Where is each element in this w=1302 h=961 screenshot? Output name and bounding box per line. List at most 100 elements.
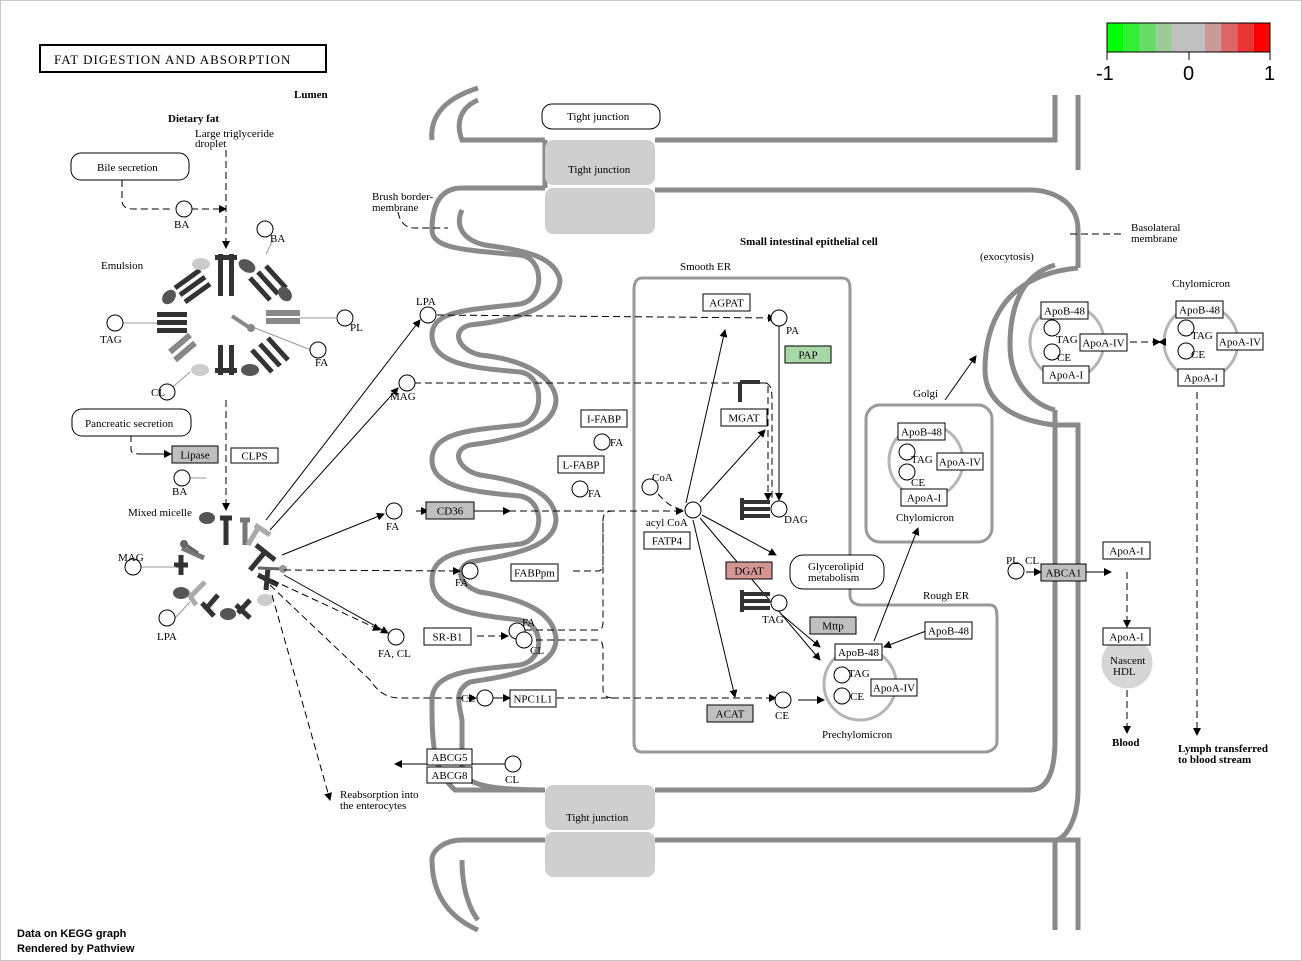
compound-fa-em[interactable]: FA bbox=[309, 341, 328, 369]
gene-box-abcg8[interactable]: ABCG8 bbox=[426, 766, 473, 784]
gene-box-dgat[interactable]: DGAT bbox=[725, 561, 773, 580]
compound-tag[interactable]: TAG bbox=[762, 594, 788, 626]
compound-label: MAG bbox=[390, 391, 416, 403]
gene-box-srb1[interactable]: SR-B1 bbox=[423, 627, 472, 646]
compound-ba2[interactable]: BA bbox=[256, 220, 285, 245]
compound-tag-golgi[interactable]: TAG bbox=[898, 443, 933, 466]
gene-box-npc1l1[interactable]: NPC1L1 bbox=[509, 689, 557, 708]
compound-node bbox=[419, 306, 437, 324]
compound-node bbox=[336, 309, 354, 327]
compound-ce-exo[interactable]: CE bbox=[1043, 343, 1071, 364]
gene-box-apoa1-hdl[interactable]: ApoA-I bbox=[1102, 627, 1151, 646]
compound-lpa[interactable]: LPA bbox=[416, 296, 437, 324]
gene-label: ApoB-48 bbox=[901, 427, 942, 439]
gene-box-apob48-rer[interactable]: ApoB-48 bbox=[924, 621, 973, 640]
reabsorption-label-1: Reabsorption into bbox=[340, 789, 419, 801]
compound-dag[interactable]: DAG bbox=[770, 500, 808, 526]
gene-box-mgat[interactable]: MGAT bbox=[720, 408, 768, 427]
compound-tag-em[interactable]: TAG bbox=[100, 314, 124, 346]
gene-box-abcg5[interactable]: ABCG5 bbox=[426, 748, 473, 766]
gene-box-agpat[interactable]: AGPAT bbox=[702, 293, 751, 312]
gene-box-apoa4-exo[interactable]: ApoA-IV bbox=[1079, 333, 1128, 352]
compound-tag-exo[interactable]: TAG bbox=[1043, 319, 1078, 346]
pancreatic-secretion-link[interactable]: Pancreatic secretion bbox=[71, 408, 192, 437]
gene-box-apob48-out[interactable]: ApoB-48 bbox=[1175, 300, 1224, 319]
gene-box-apob48-pre[interactable]: ApoB-48 bbox=[834, 643, 883, 661]
compound-pl-out[interactable]: PL bbox=[1006, 555, 1025, 580]
compound-label: TAG bbox=[1056, 334, 1078, 346]
compound-label: CE bbox=[1057, 352, 1071, 364]
gene-box-apoa1-out[interactable]: ApoA-I bbox=[1177, 368, 1225, 387]
compound-node bbox=[1007, 562, 1025, 580]
compound-fa-cd36[interactable]: FA bbox=[385, 502, 403, 533]
gene-box-abca1[interactable]: ABCA1 bbox=[1040, 563, 1087, 582]
compound-ba1[interactable]: BA bbox=[174, 200, 193, 231]
title-box: FAT DIGESTION AND ABSORPTION bbox=[39, 44, 327, 73]
compound-facl[interactable]: FA, CL bbox=[378, 628, 411, 660]
compound-label: BA bbox=[172, 486, 187, 498]
gene-box-apoa1-exo[interactable]: ApoA-I bbox=[1042, 365, 1090, 384]
compound-coa[interactable]: CoA bbox=[641, 472, 673, 496]
gene-box-lfabp[interactable]: L-FABP bbox=[557, 455, 605, 474]
gene-box-cd36[interactable]: CD36 bbox=[425, 501, 475, 520]
gene-box-apoa4-pre[interactable]: ApoA-IV bbox=[870, 678, 918, 697]
compound-fa-fabp[interactable]: FA bbox=[455, 562, 479, 589]
compound-label: acyl CoA bbox=[646, 517, 688, 529]
brush-border-label-2: membrane bbox=[372, 202, 419, 214]
compound-mag-mi[interactable]: MAG bbox=[118, 552, 144, 576]
gene-label: PAP bbox=[798, 350, 817, 362]
bile-secretion-link[interactable]: Bile secretion bbox=[70, 152, 190, 181]
gene-box-fill bbox=[1040, 563, 1087, 582]
gene-box-fatp4[interactable]: FATP4 bbox=[643, 531, 691, 550]
gene-box-fill bbox=[702, 293, 751, 312]
lumen-label: Lumen bbox=[294, 89, 328, 101]
compound-pa[interactable]: PA bbox=[770, 309, 799, 337]
tight-junction-top-label: Tight junction bbox=[568, 164, 631, 176]
gene-box-ifabp[interactable]: I-FABP bbox=[580, 409, 628, 428]
gene-box-apoa1-golgi[interactable]: ApoA-I bbox=[900, 488, 948, 507]
compound-cl-npc[interactable]: CL bbox=[461, 689, 494, 707]
compound-acylcoa[interactable]: acyl CoA bbox=[646, 501, 702, 529]
compound-ce-out[interactable]: CE bbox=[1177, 342, 1205, 361]
gene-box-apob48-exo[interactable]: ApoB-48 bbox=[1040, 301, 1089, 320]
golgi-membrane bbox=[864, 403, 994, 544]
compound-fa-ifabp[interactable]: FA bbox=[593, 433, 623, 451]
gene-box-apoa1-blood[interactable]: ApoA-I bbox=[1102, 541, 1151, 560]
compound-lpa-mi[interactable]: LPA bbox=[157, 609, 177, 643]
legend-swatches bbox=[1106, 22, 1271, 53]
compound-tag-out[interactable]: TAG bbox=[1177, 319, 1213, 342]
compound-cl-sr[interactable]: CL bbox=[515, 631, 544, 657]
compound-cl-em[interactable]: CL bbox=[151, 383, 176, 401]
compound-ce[interactable]: CE bbox=[774, 691, 792, 722]
gene-box-apoa4-golgi[interactable]: ApoA-IV bbox=[936, 452, 984, 471]
gene-box-fill bbox=[580, 409, 628, 428]
compound-ce-pre[interactable]: CE bbox=[833, 687, 864, 705]
gene-box-mttp[interactable]: Mttp bbox=[809, 616, 857, 635]
basolateral-label-2: membrane bbox=[1131, 233, 1178, 245]
gene-box-acat[interactable]: ACAT bbox=[706, 704, 754, 723]
compound-cl-abcg[interactable]: CL bbox=[504, 755, 522, 786]
gene-box-pap[interactable]: PAP bbox=[784, 345, 832, 364]
compound-mag[interactable]: MAG bbox=[390, 374, 416, 403]
gene-label: Lipase bbox=[180, 450, 209, 462]
gene-box-apoa4-out[interactable]: ApoA-IV bbox=[1216, 332, 1264, 351]
compound-ba3[interactable]: BA bbox=[172, 469, 191, 498]
compound-label: FA bbox=[315, 357, 328, 369]
emulsion-label: Emulsion bbox=[101, 260, 144, 272]
compound-ce-golgi[interactable]: CE bbox=[898, 463, 925, 489]
gene-box-fabppm[interactable]: FABPpm bbox=[510, 563, 559, 582]
gene-box-fill bbox=[509, 689, 557, 708]
compound-label: CL bbox=[151, 387, 165, 399]
gene-box-lipase[interactable]: Lipase bbox=[171, 445, 219, 464]
gene-box-clps[interactable]: CLPS bbox=[230, 447, 279, 464]
tight-junction-bottom-label: Tight junction bbox=[566, 812, 629, 824]
compound-tag-pre[interactable]: TAG bbox=[833, 666, 870, 684]
compound-fa-lfabp[interactable]: FA bbox=[571, 480, 601, 500]
gene-label: FATP4 bbox=[652, 536, 683, 548]
compound-pl-em[interactable]: PL bbox=[336, 309, 363, 334]
compound-node bbox=[593, 433, 611, 451]
compound-node bbox=[898, 443, 916, 461]
gene-box-apob48-golgi[interactable]: ApoB-48 bbox=[897, 422, 946, 441]
compound-cl-out[interactable]: CL bbox=[1025, 555, 1039, 567]
tight-junction-link[interactable]: Tight junction bbox=[541, 103, 661, 130]
